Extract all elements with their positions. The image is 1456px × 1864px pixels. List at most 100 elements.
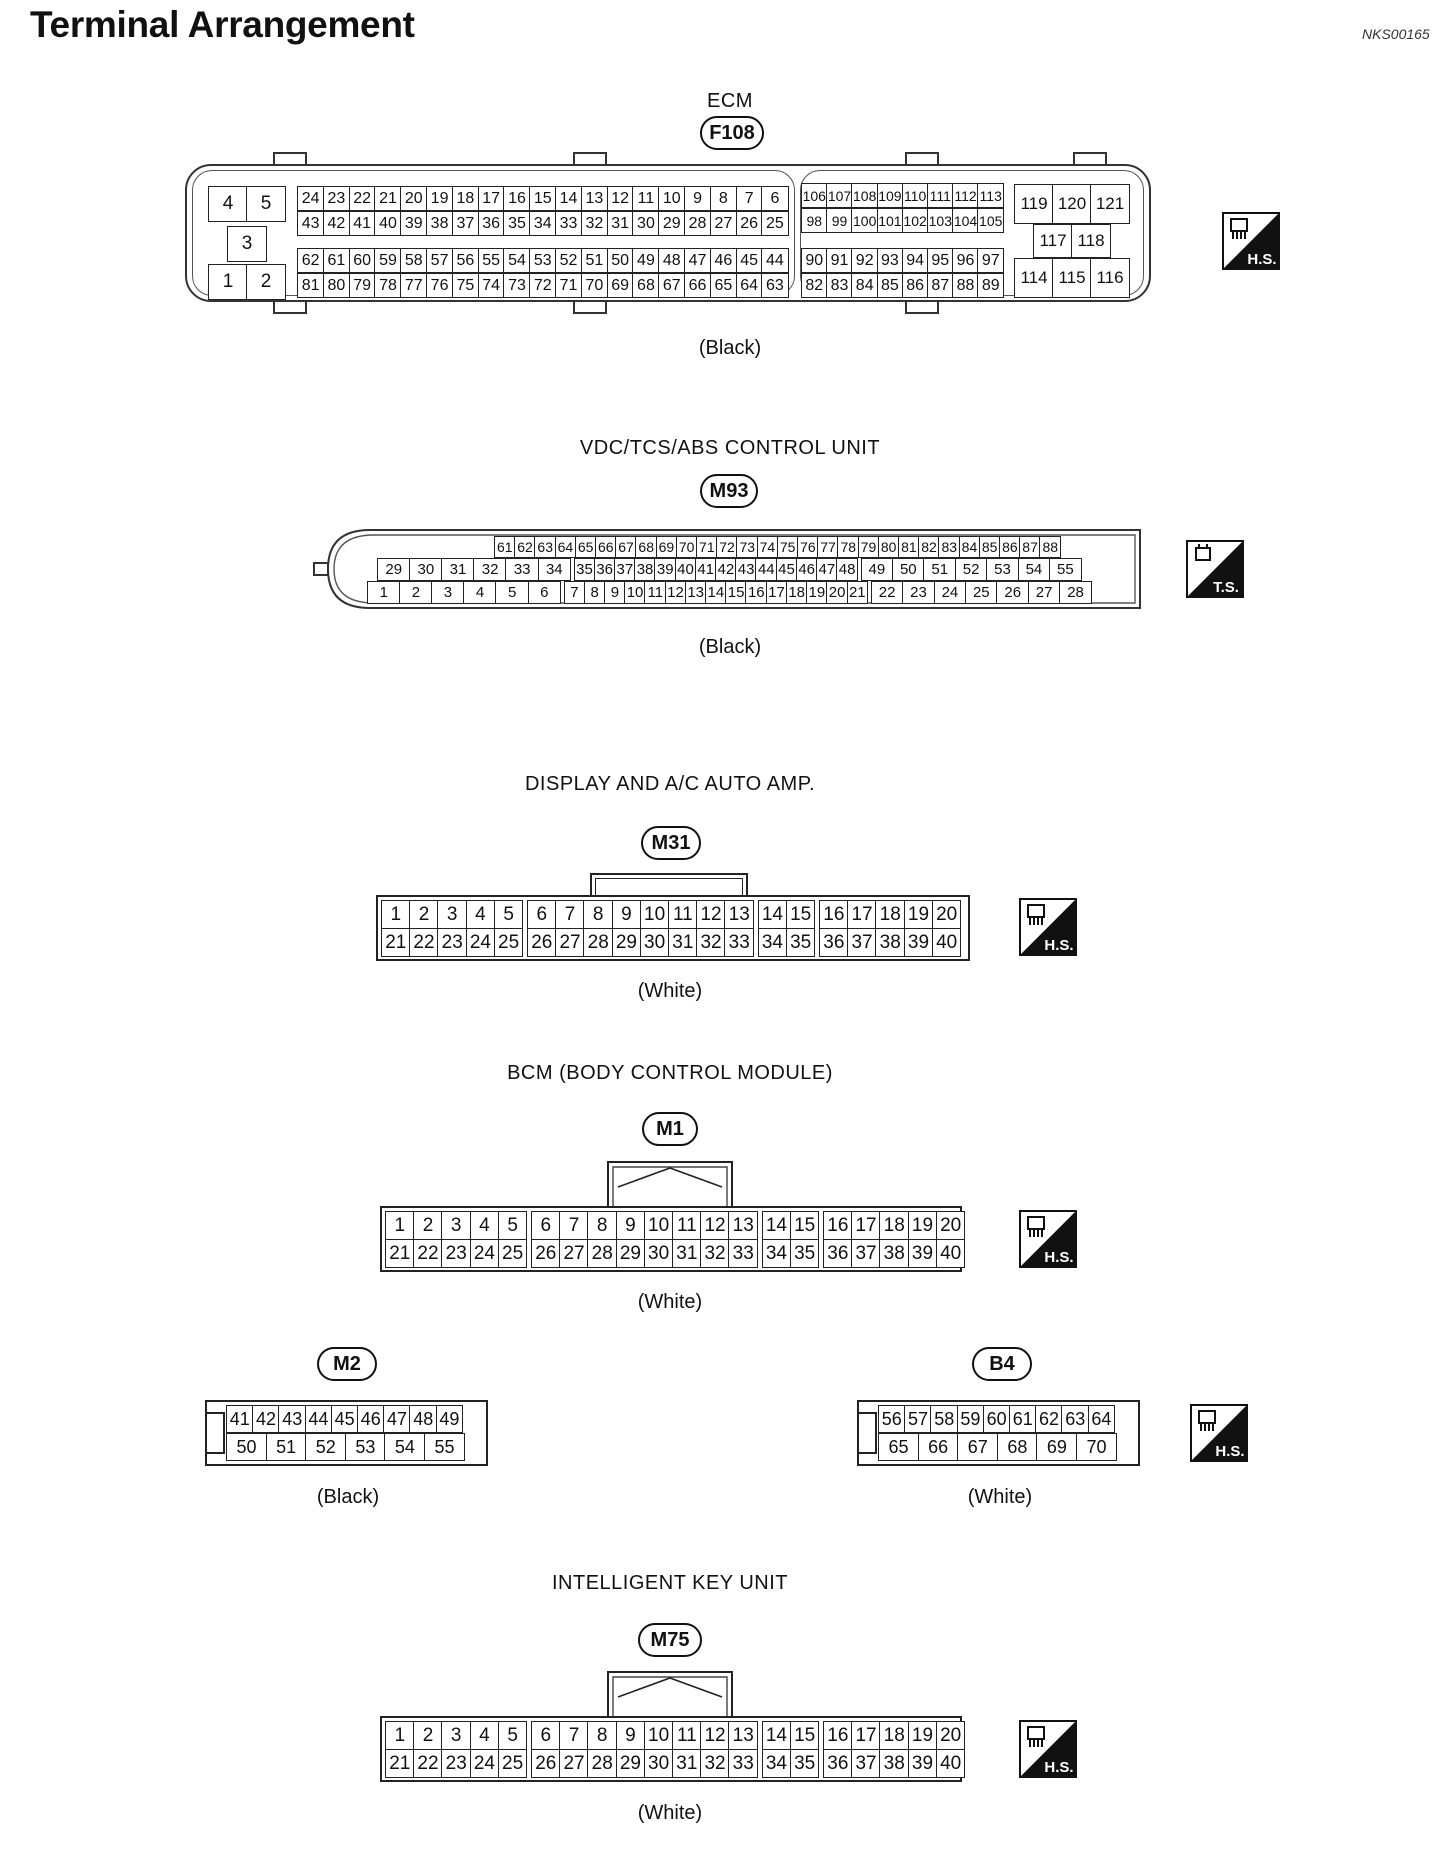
terminal-pin: 26	[735, 211, 763, 236]
ikey-connector-tag: M75	[638, 1623, 702, 1657]
terminal-pin: 43	[297, 211, 325, 236]
ikey-label: INTELLIGENT KEY UNIT	[552, 1572, 788, 1594]
terminal-pin: 18	[785, 581, 808, 604]
terminal-pin: 52	[305, 1433, 347, 1461]
terminal-pin: 10	[643, 1211, 674, 1240]
terminal-pin: 7	[735, 186, 763, 211]
bcm-color: (White)	[637, 1291, 703, 1313]
terminal-pin: 65	[574, 536, 597, 558]
terminal-pin: 32	[696, 928, 726, 957]
terminal-pin: 53	[529, 248, 557, 273]
m2-color: (Black)	[316, 1486, 380, 1508]
hs-text: H.S.	[1215, 1443, 1244, 1460]
terminal-pin: 41	[348, 211, 376, 236]
terminal-pin: 61	[322, 248, 350, 273]
terminal-pin: 8	[583, 900, 614, 929]
terminal-pin: 90	[801, 248, 828, 273]
terminal-pin: 32	[700, 1239, 730, 1268]
terminal-pin: 11	[672, 1211, 702, 1240]
terminal-pin: 11	[668, 900, 698, 929]
terminal-pin: 28	[583, 928, 614, 957]
terminal-pin: 14	[705, 581, 727, 604]
terminal-pin: 37	[847, 928, 877, 957]
terminal-pin: 17	[847, 900, 877, 929]
terminal-pin: 5	[493, 900, 524, 929]
hs-text: H.S.	[1044, 1759, 1073, 1776]
terminal-pin: 17	[765, 581, 788, 604]
hs-text: H.S.	[1044, 937, 1073, 954]
terminal-pin: 30	[639, 928, 670, 957]
terminal-pin: 83	[938, 536, 961, 558]
terminal-pin: 58	[930, 1405, 958, 1433]
terminal-pin: 1	[385, 1211, 415, 1240]
terminal-pin: 31	[606, 211, 634, 236]
terminal-pin: 9	[615, 1211, 646, 1240]
terminal-pin: 16	[745, 581, 768, 604]
hs-text: H.S.	[1247, 251, 1276, 268]
terminal-pin: 33	[724, 928, 755, 957]
terminal-pin: 12	[700, 1721, 730, 1750]
terminal-pin: 57	[425, 248, 454, 273]
display-amp-label: DISPLAY AND A/C AUTO AMP.	[524, 773, 816, 795]
ecm-terminal: 1	[208, 264, 248, 300]
terminal-pin: 27	[559, 1239, 589, 1268]
ecm-terminal: 114	[1014, 258, 1054, 298]
terminal-pin: 55	[477, 248, 505, 273]
terminal-pin: 19	[806, 581, 828, 604]
terminal-pin: 50	[226, 1433, 267, 1461]
terminal-pin: 18	[879, 1211, 910, 1240]
terminal-pin: 54	[1017, 558, 1051, 581]
terminal-pin: 46	[795, 558, 818, 581]
terminal-pin: 11	[632, 186, 660, 211]
terminal-pin: 35	[789, 1239, 820, 1268]
terminal-pin: 112	[952, 183, 979, 208]
terminal-pin: 30	[632, 211, 660, 236]
terminal-pin: 39	[400, 211, 428, 236]
terminal-pin: 20	[931, 900, 962, 929]
terminal-pin: 19	[903, 900, 934, 929]
terminal-pin: 110	[901, 183, 929, 208]
terminal-pin: 30	[409, 558, 443, 581]
terminal-pin: 30	[643, 1239, 674, 1268]
terminal-pin: 1	[367, 581, 401, 604]
terminal-pin: 23	[322, 186, 350, 211]
terminal-pin: 34	[529, 211, 557, 236]
terminal-pin: 41	[694, 558, 717, 581]
terminal-pin: 81	[297, 273, 325, 298]
harness-side-icon: H.S.	[1019, 898, 1077, 956]
terminal-pin: 7	[563, 581, 586, 604]
terminal-pin: 46	[357, 1405, 385, 1433]
terminal-pin: 72	[716, 536, 738, 558]
terminal-pin: 14	[761, 1721, 792, 1750]
terminal-pin: 46	[709, 248, 737, 273]
terminal-pin: 26	[996, 581, 1030, 604]
terminal-pin: 29	[658, 211, 686, 236]
m2-connector-tag: M2	[317, 1347, 377, 1381]
terminal-pin: 79	[857, 536, 880, 558]
terminal-pin: 56	[878, 1405, 906, 1433]
terminal-pin: 78	[374, 273, 402, 298]
terminal-pin: 80	[322, 273, 350, 298]
terminal-pin: 18	[879, 1721, 910, 1750]
terminal-pin: 69	[1036, 1433, 1078, 1461]
terminal-pin: 8	[587, 1211, 618, 1240]
terminal-pin: 1	[381, 900, 411, 929]
terminal-pin: 38	[634, 558, 656, 581]
vdc-connector-tag: M93	[700, 474, 758, 508]
terminal-pin: 31	[668, 928, 698, 957]
bcm-lock	[607, 1161, 733, 1208]
terminal-pin: 52	[954, 558, 988, 581]
terminal-pin: 62	[1035, 1405, 1063, 1433]
terminal-pin: 100	[851, 208, 878, 233]
terminal-pin: 32	[580, 211, 608, 236]
terminal-pin: 40	[935, 1749, 966, 1778]
terminal-pin: 19	[907, 1721, 938, 1750]
terminal-pin: 58	[400, 248, 428, 273]
ecm-terminal: 4	[208, 186, 248, 222]
